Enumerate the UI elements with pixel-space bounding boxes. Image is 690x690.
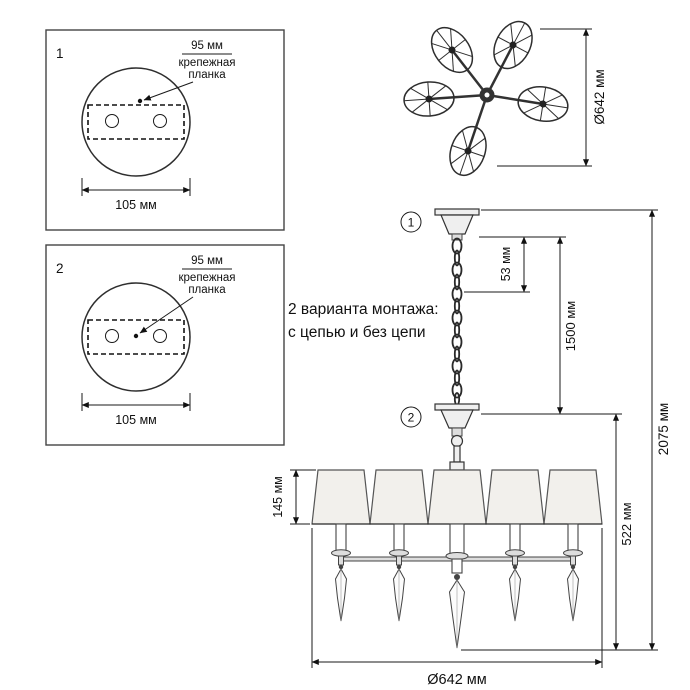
candle-arm — [505, 523, 525, 622]
shade-top-view — [517, 86, 569, 122]
screw-hole-right-2 — [153, 329, 167, 343]
plate-name-2-line1: крепежная — [179, 272, 236, 284]
leader-line-2 — [139, 296, 194, 334]
candle-arm — [331, 523, 351, 622]
plate-name-1-line2: планка — [188, 69, 226, 81]
lamp-shade — [427, 469, 487, 525]
marker-1-label: 1 — [408, 216, 415, 230]
plate-dim-label-1: 95 мм — [191, 40, 223, 52]
canopy-outline-1 — [81, 67, 191, 177]
shade-top-view — [449, 125, 487, 177]
marker-1-badge: 1 — [400, 211, 422, 233]
detail-box-1-frame — [45, 29, 285, 231]
bottom-diameter-dim-label: Ø642 мм — [427, 672, 486, 688]
canopy-top — [434, 208, 480, 241]
lamp-shade — [485, 469, 545, 525]
mounting-note-line1: 2 варианта монтажа: — [288, 301, 439, 318]
plate-dim-label-2: 95 мм — [191, 255, 223, 267]
leader-dot-1 — [137, 98, 143, 104]
plate-name-2-line2: планка — [188, 284, 226, 296]
hub-center — [484, 92, 490, 98]
chain-length-dim-label: 1500 мм — [563, 301, 578, 351]
leader-line-1 — [143, 81, 194, 101]
shade-top-view — [493, 20, 533, 70]
total-height-dim-label: 2075 мм — [656, 403, 671, 455]
canopy-outline-2 — [81, 282, 191, 392]
canopy-bottom — [434, 403, 480, 471]
screw-hole-right-1 — [153, 114, 167, 128]
marker-2-badge: 2 — [400, 406, 422, 428]
leader-dot-2 — [133, 333, 139, 339]
marker-2-label: 2 — [408, 411, 415, 425]
detail-box-2-label: 2 — [56, 261, 64, 276]
shade-height-dim-label: 145 мм — [271, 476, 285, 518]
side-view: 1 2 — [271, 208, 671, 688]
shade-top-view — [403, 81, 455, 117]
chain — [451, 237, 463, 406]
chandelier-body — [311, 469, 603, 649]
mounting-plate-2 — [87, 319, 185, 355]
canopy-chain-dim-label: 53 мм — [499, 247, 513, 282]
top-view: Ø642 мм — [403, 20, 607, 177]
lamp-shade — [369, 469, 429, 525]
plate-name-1-line1: крепежная — [179, 57, 236, 69]
body-height-dim-label: 522 мм — [619, 502, 634, 545]
lamp-shade — [543, 469, 603, 525]
screw-hole-left-2 — [105, 329, 119, 343]
mounting-note-line2: с цепью и без цепи — [288, 324, 426, 341]
width-dim-label-1: 105 мм — [115, 198, 157, 212]
detail-box-2-frame — [45, 244, 285, 446]
candle-arm — [389, 523, 409, 622]
width-dim-label-2: 105 мм — [115, 413, 157, 427]
mounting-note: 2 варианта монтажа: с цепью и без цепи — [288, 301, 439, 341]
mounting-plate-1 — [87, 104, 185, 140]
candle-arm — [563, 523, 583, 622]
detail-box-1-label: 1 — [56, 46, 64, 61]
top-view-diameter-label: Ø642 мм — [592, 69, 607, 124]
shade-top-view — [430, 26, 474, 74]
detail-view-1: 1 95 мм крепежная планка 105 мм — [45, 29, 285, 231]
screw-hole-left-1 — [105, 114, 119, 128]
detail-view-2: 2 95 мм крепежная планка 105 мм — [45, 244, 285, 446]
center-column — [445, 523, 469, 649]
lamp-shade — [311, 469, 371, 525]
